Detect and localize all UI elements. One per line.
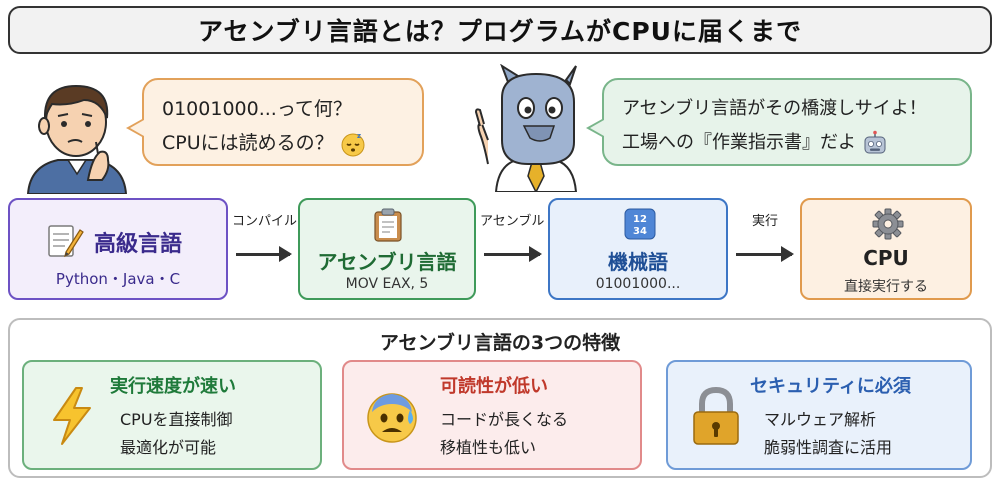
page-title: アセンブリ言語とは？プログラムがCPUに届くまで: [8, 6, 992, 54]
stage-subtitle: Python・Java・C: [55, 270, 181, 288]
stage-cpu: CPU 直接実行する: [800, 198, 972, 300]
stage-title: CPU: [863, 246, 909, 270]
question-speech-bubble: 01001000...って何？ CPUには読めるの？ z: [142, 78, 424, 166]
gear-icon: [872, 208, 904, 240]
sleepy-face-icon: z: [341, 132, 365, 156]
feature-title: 実行速度が速い: [110, 376, 236, 397]
stage-machine-code: 12 34 機械語 01001000...: [548, 198, 728, 300]
memo-icon: [48, 225, 84, 258]
robot-mascot-illustration: [474, 64, 578, 192]
flow-arrow-execute: [736, 246, 794, 262]
explanation-speech-bubble: アセンブリ言語がその橋渡しサイよ！ 工場への『作業指示書』だよ: [602, 78, 972, 166]
arrow-label-assemble: アセンブル: [480, 214, 545, 229]
stage-subtitle: 直接実行する: [844, 279, 928, 295]
svg-text:34: 34: [633, 226, 647, 237]
stage-subtitle: 01001000...: [595, 276, 681, 292]
question-line-1: 01001000...って何？: [162, 98, 352, 120]
stage-assembly-language: アセンブリ言語 MOV EAX, 5: [298, 198, 476, 300]
confused-person-illustration: [26, 84, 128, 194]
feature-card-security: セキュリティに必須 マルウェア解析 脆弱性調査に活用: [666, 360, 972, 470]
padlock-icon: [693, 386, 739, 445]
svg-text:z: z: [357, 132, 361, 140]
flow-arrow-compile: [236, 246, 292, 262]
feature-title: セキュリティに必須: [750, 376, 911, 397]
arrow-label-compile: コンパイル: [232, 214, 298, 229]
features-panel: アセンブリ言語の3つの特徴 実行速度が速い CPUを直接制御 最適化が可能 可読…: [8, 318, 992, 478]
clipboard-icon: [374, 208, 402, 242]
stage-high-level-language: 高級言語 Python・Java・C: [8, 198, 228, 300]
feature-line: 移植性も低い: [440, 438, 537, 457]
feature-line: コードが長くなる: [440, 410, 569, 429]
robot-face-icon: [864, 130, 886, 154]
feature-title: 可読性が低い: [440, 376, 548, 397]
stage-title: 高級言語: [94, 232, 183, 257]
question-line-2: CPUには読めるの？: [162, 132, 334, 154]
stage-subtitle: MOV EAX, 5: [345, 276, 429, 292]
stage-title: 機械語: [608, 250, 668, 274]
features-heading: アセンブリ言語の3つの特徴: [379, 332, 621, 354]
feature-card-speed: 実行速度が速い CPUを直接制御 最適化が可能: [22, 360, 322, 470]
number-keycap-icon: 12 34: [624, 208, 656, 240]
stage-title: アセンブリ言語: [317, 250, 457, 274]
arrow-label-execute: 実行: [752, 214, 779, 229]
flow-arrow-assemble: [484, 246, 542, 262]
feature-card-readability: 可読性が低い コードが長くなる 移植性も低い: [342, 360, 642, 470]
feature-line: マルウェア解析: [764, 410, 877, 429]
explanation-line-2: 工場への『作業指示書』だよ: [622, 132, 856, 153]
feature-line: 最適化が可能: [120, 438, 217, 457]
feature-line: 脆弱性調査に活用: [764, 438, 893, 457]
explanation-line-1: アセンブリ言語がその橋渡しサイよ！: [622, 98, 927, 119]
lightning-icon: [53, 387, 91, 445]
anxious-face-icon: [367, 393, 417, 443]
svg-text:12: 12: [633, 214, 647, 225]
feature-line: CPUを直接制御: [120, 410, 233, 429]
